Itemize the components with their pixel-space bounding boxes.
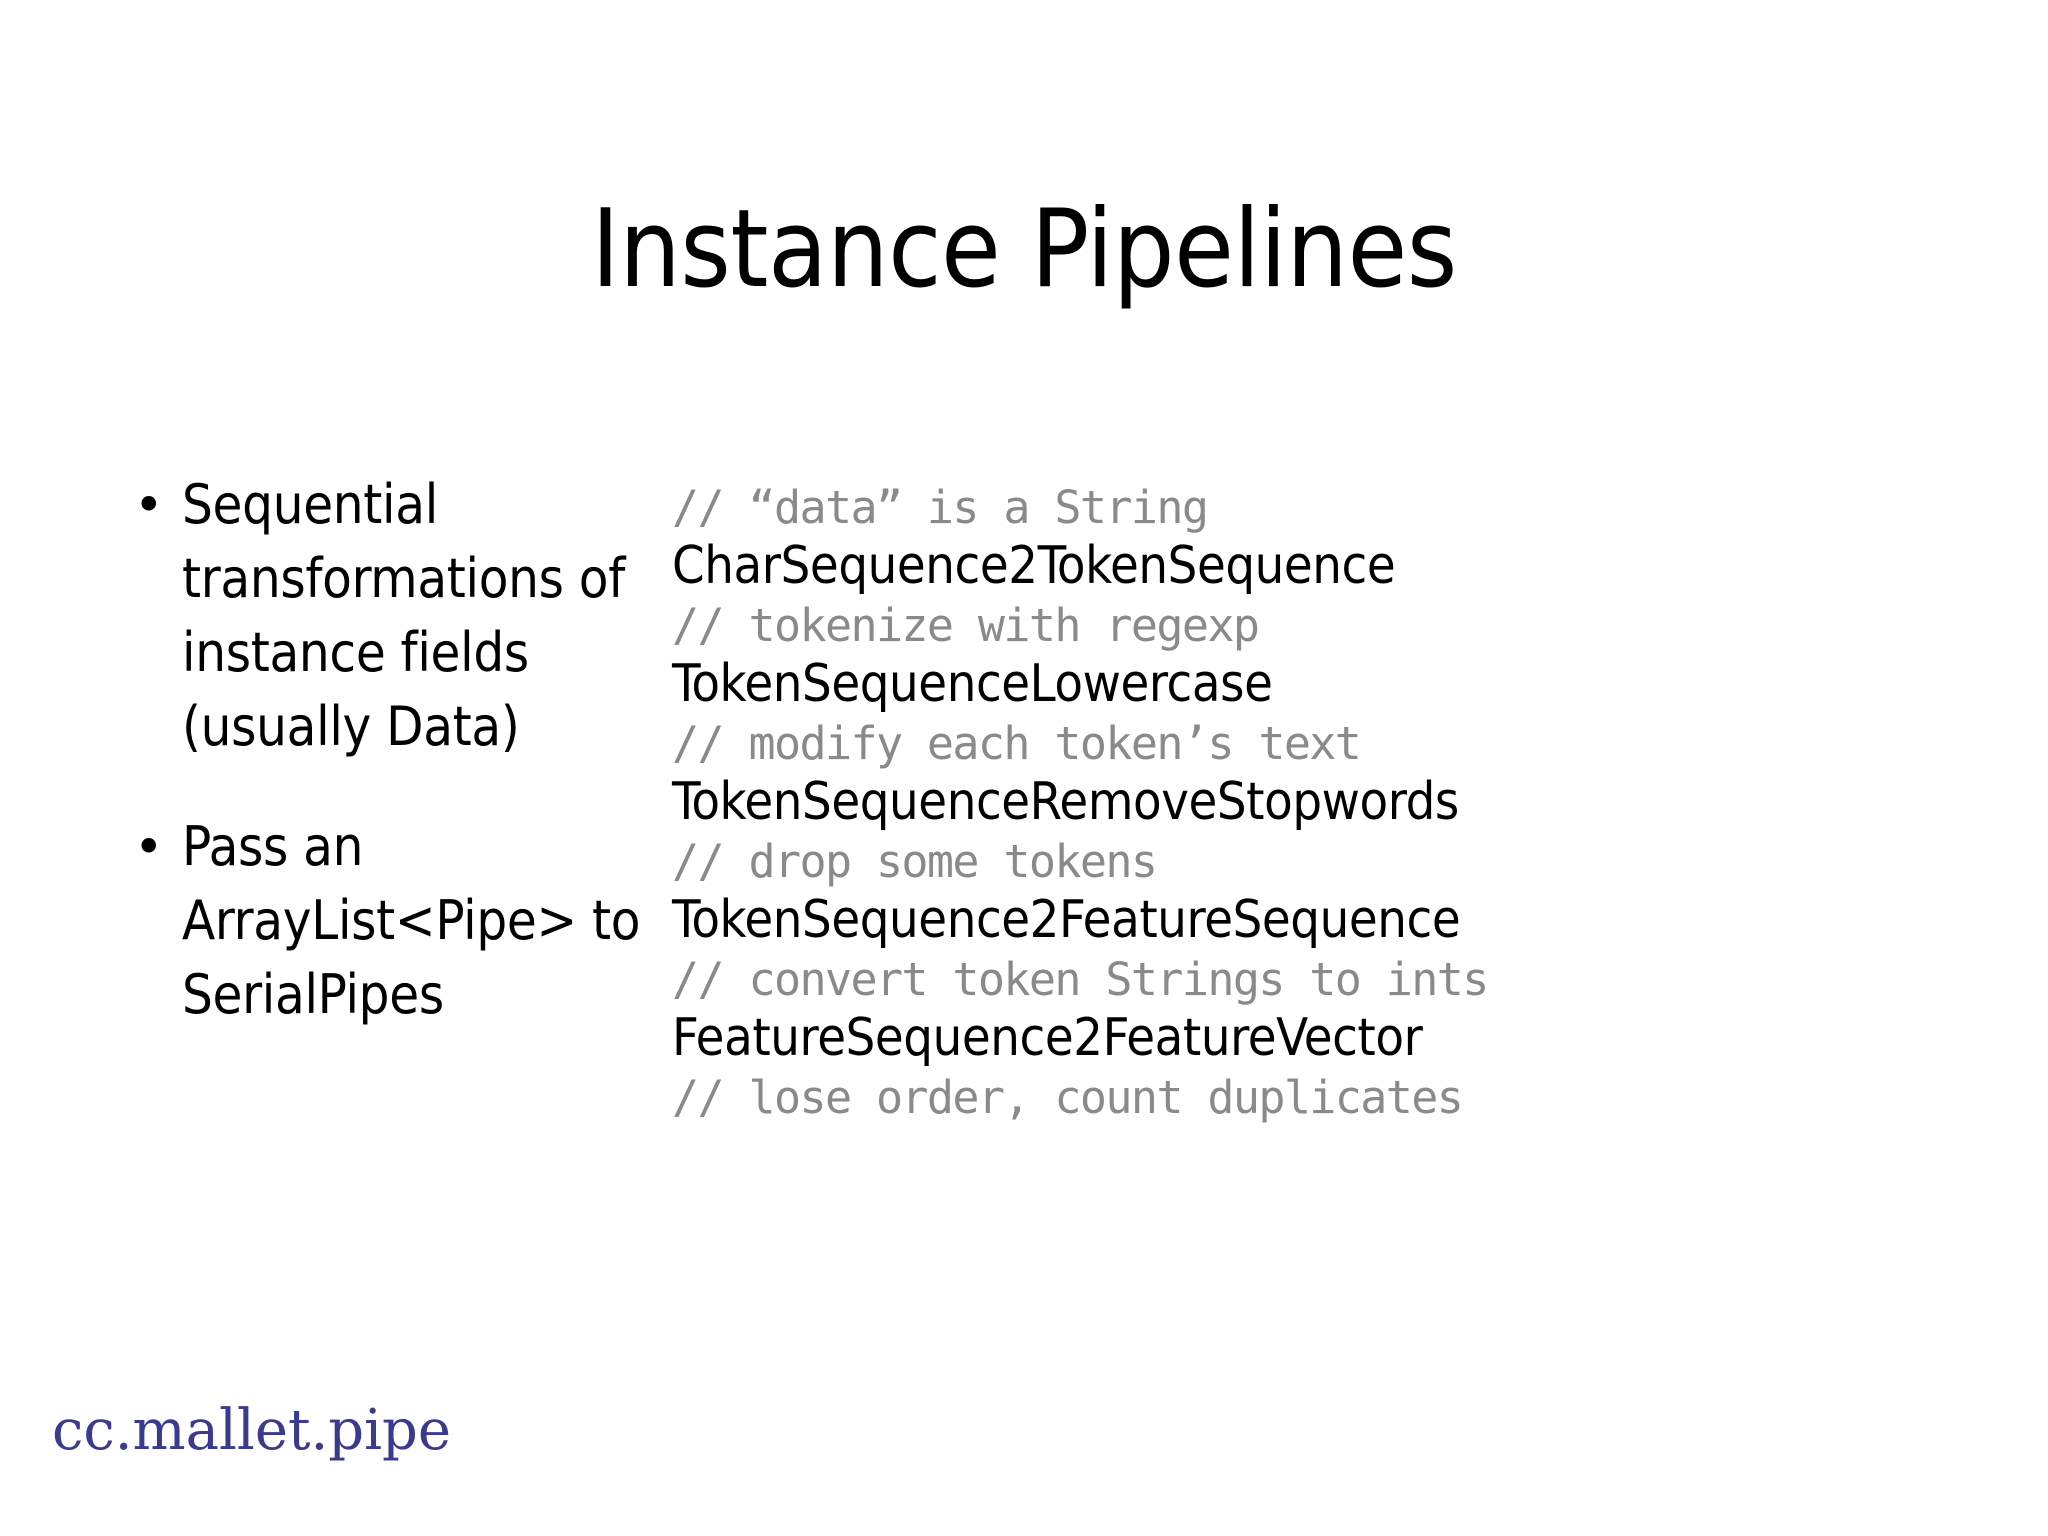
code-class-line: FeatureSequence2FeatureVector [672, 1008, 1423, 1068]
bullet-item-label: Sequential transformations of instance f… [182, 473, 625, 758]
code-comment-line: // “data” is a String [672, 481, 1209, 534]
code-class-line: TokenSequence2FeatureSequence [672, 890, 1461, 950]
code-class-line: TokenSequenceLowercase [672, 654, 1273, 714]
code-comment-line: // convert token Strings to ints [672, 953, 1489, 1006]
bullet-point-icon: • [134, 476, 164, 534]
code-comment-line: // tokenize with regexp [672, 599, 1260, 652]
bullet-point-icon: • [134, 818, 164, 876]
code-comment-line: // drop some tokens [672, 835, 1158, 888]
code-class-line: TokenSequenceRemoveStopwords [672, 772, 1459, 832]
package-footer-label: cc.mallet.pipe [52, 1398, 452, 1463]
bullet-item-label: Pass an ArrayList<Pipe> to SerialPipes [182, 815, 641, 1026]
code-comment-line: // modify each token’s text [672, 717, 1362, 770]
code-class-line: CharSequence2TokenSequence [672, 536, 1396, 596]
list-item: • Sequential transformations of instance… [128, 468, 668, 764]
list-item: • Pass an ArrayList<Pipe> to SerialPipes [128, 810, 668, 1032]
page-title: Instance Pipelines [591, 187, 1457, 312]
code-listing: // “data” is a String CharSequence2Token… [672, 478, 2002, 1127]
bullet-list: • Sequential transformations of instance… [128, 468, 668, 1078]
code-comment-line: // lose order, count duplicates [672, 1071, 1464, 1124]
